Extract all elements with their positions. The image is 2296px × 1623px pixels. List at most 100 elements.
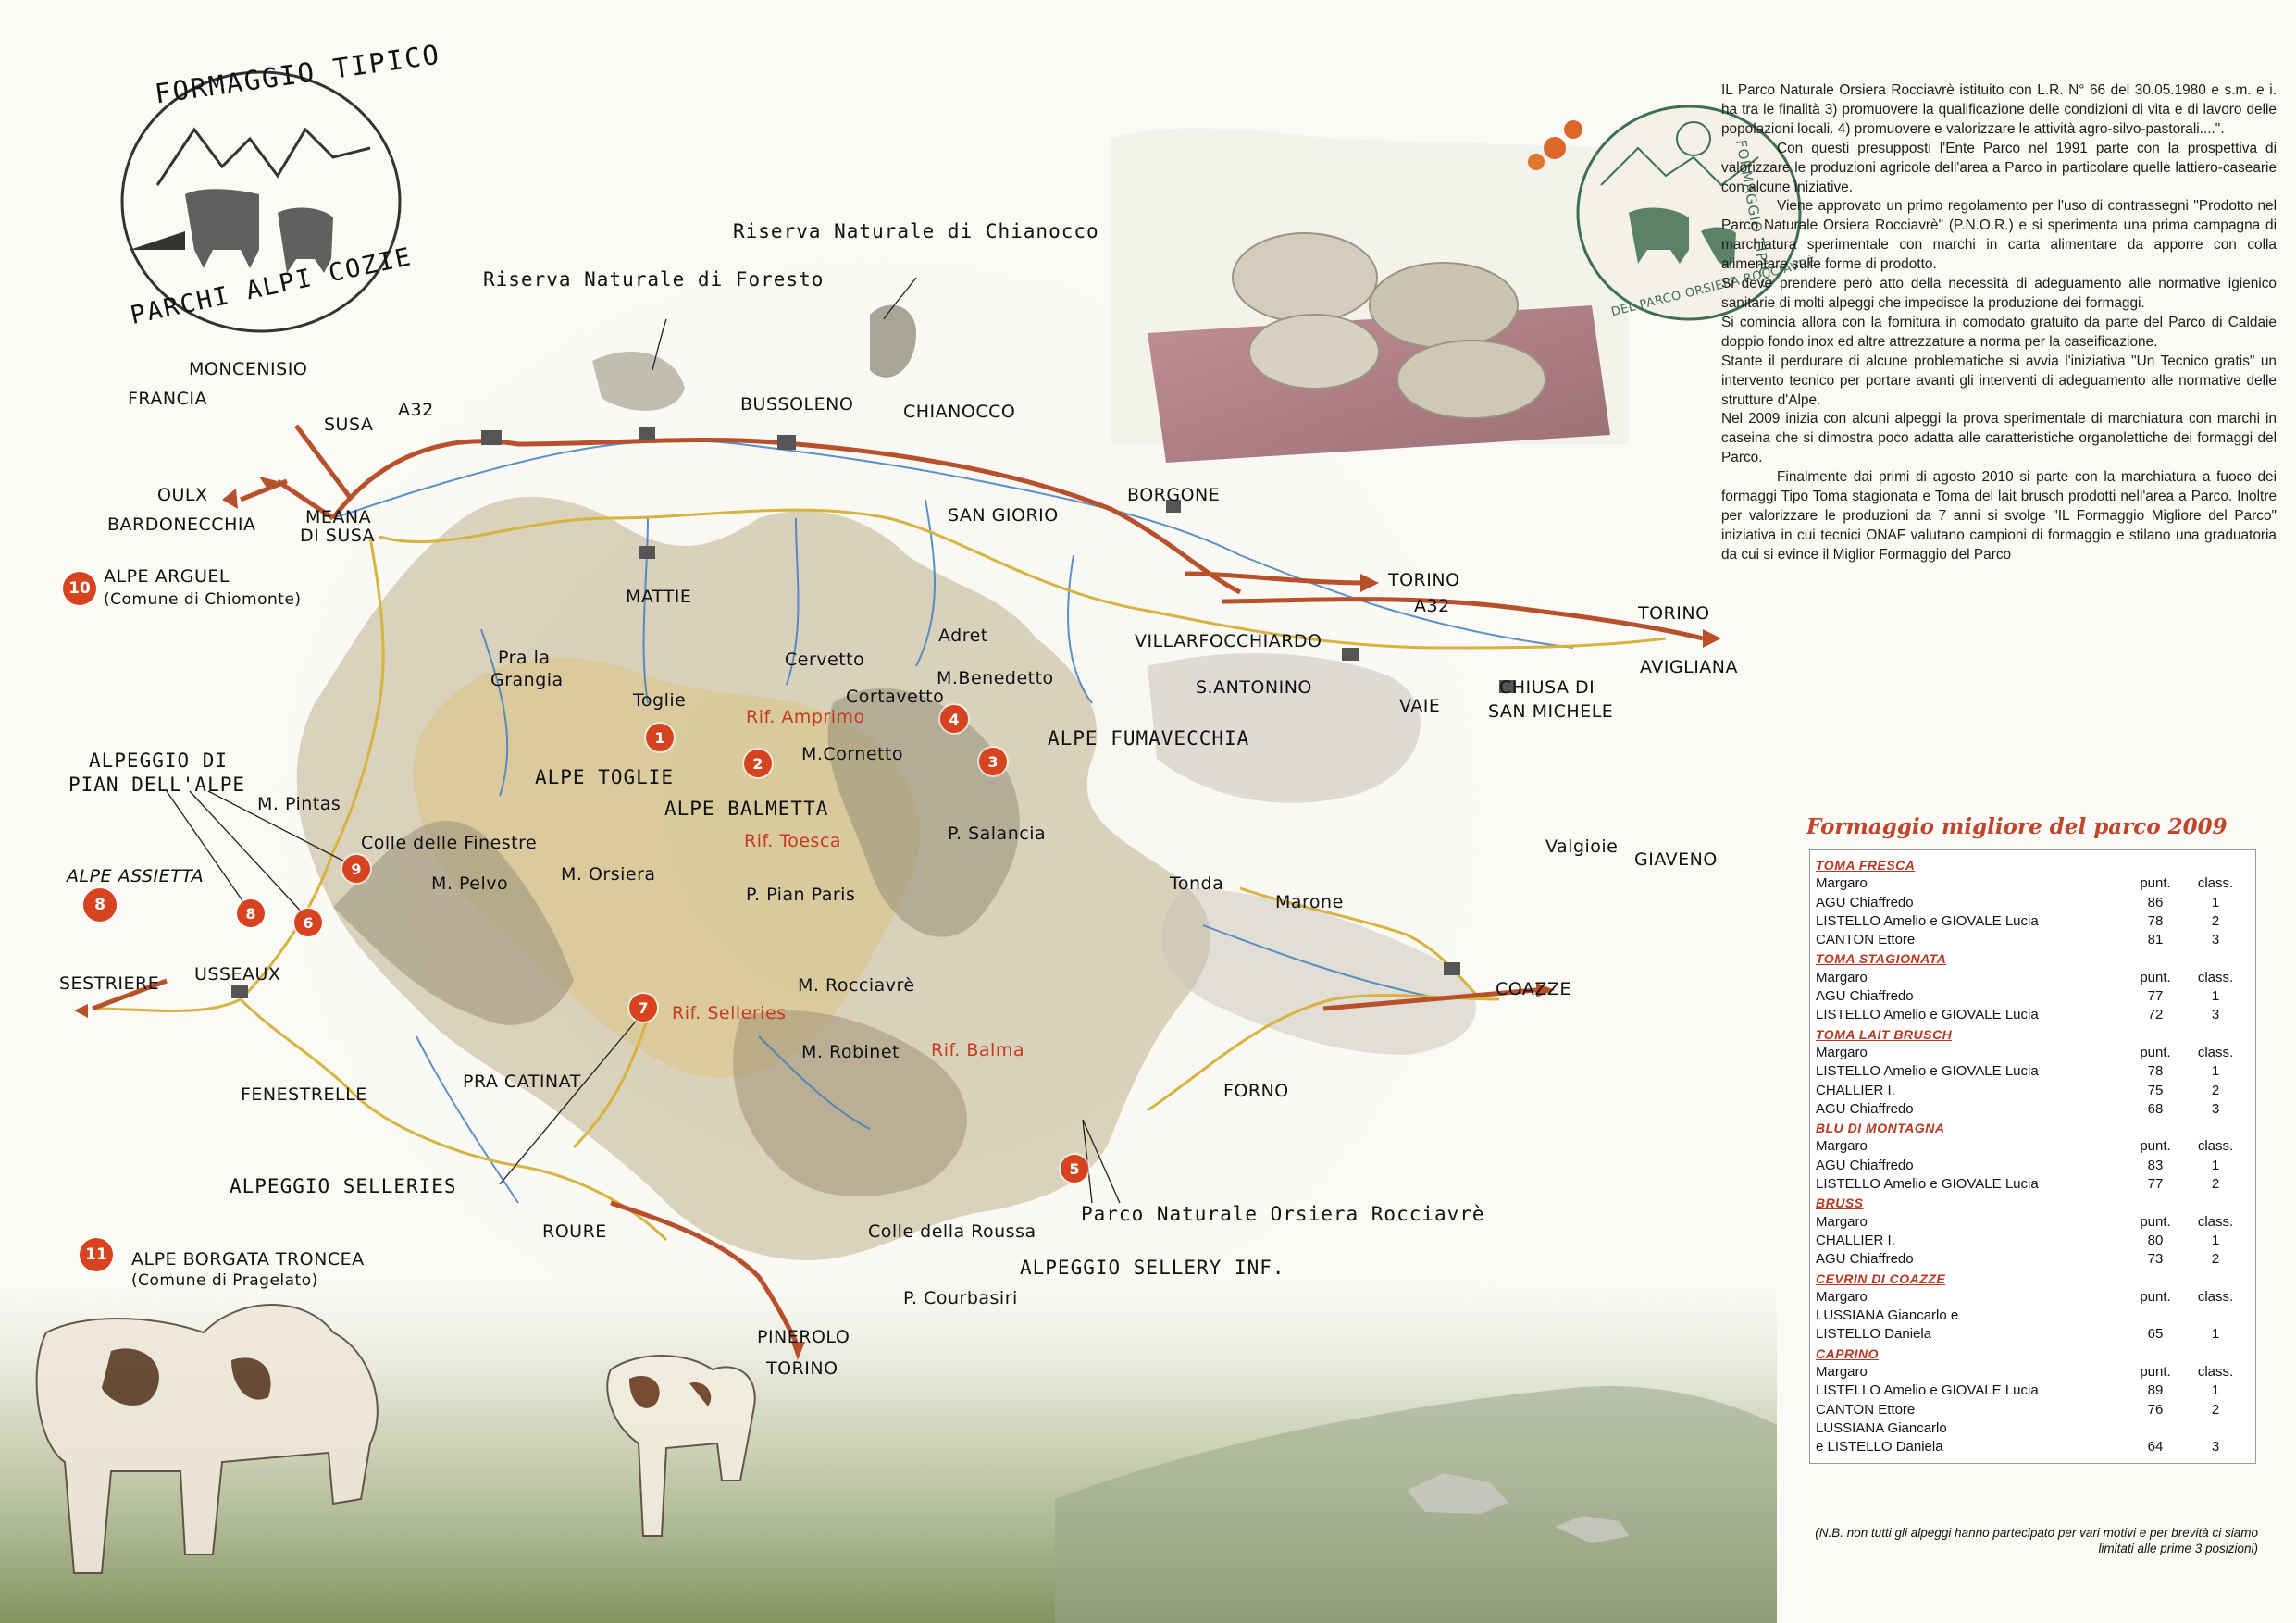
label-torino-south: TORINO: [766, 1358, 838, 1379]
cell-punt: 73: [2147, 1251, 2164, 1268]
label-sestriere: SESTRIERE: [59, 973, 160, 994]
label-fenestrelle: FENESTRELLE: [241, 1084, 367, 1105]
cell-name: e LISTELLO Daniela: [1816, 1439, 1943, 1456]
cheese-photo: [1111, 120, 1629, 463]
label-pinerolo: PINEROLO: [757, 1327, 850, 1347]
label-rif-toesca: Rif. Toesca: [744, 831, 842, 851]
cell-name: CHALLIER I.: [1816, 1232, 1895, 1248]
label-ppianparis: P. Pian Paris: [746, 885, 856, 905]
towns: [231, 427, 1516, 998]
cell-punt: 81: [2147, 932, 2164, 948]
alpeggio-marker-5[interactable]: 5: [1061, 1155, 1088, 1183]
park-highland: [413, 657, 920, 1078]
mountain-shading-south: [733, 1010, 967, 1197]
label-oulx: OULX: [157, 485, 208, 505]
label-cervetto: Cervetto: [785, 650, 865, 670]
alpeggio-marker-11[interactable]: 11: [80, 1238, 113, 1271]
alpeggio-marker-3[interactable]: 3: [979, 748, 1007, 775]
category-title: CAPRINO: [1816, 1345, 1880, 1361]
label-santonino: S.ANTONINO: [1196, 677, 1312, 698]
alpeggio-marker-8[interactable]: 8: [237, 899, 265, 927]
park-history-text: IL Parco Naturale Orsiera Rocciavrè isti…: [1721, 81, 2277, 565]
cell-class: 1: [2211, 988, 2220, 1005]
header-class: class.: [2197, 1213, 2234, 1230]
alpeggio-marker-2[interactable]: 2: [744, 750, 772, 777]
alpeggio-marker-8-side[interactable]: 8: [83, 888, 117, 922]
park-terrain: [296, 496, 1210, 1260]
cell-class: 2: [2211, 1176, 2220, 1193]
header-margaro: Margaro: [1816, 875, 1868, 892]
label-pian-dellalpe: PIAN DELL'ALPE: [68, 774, 246, 796]
cell-name: AGU Chiaffredo: [1816, 1100, 1914, 1117]
label-torino-far: TORINO: [1638, 603, 1710, 624]
header-class: class.: [2197, 875, 2234, 892]
cell-punt: [2128, 1307, 2183, 1325]
cow-right: [606, 1355, 756, 1537]
label-toglie: Toglie: [633, 690, 687, 711]
table-row: LUSSIANA Giancarlo: [1816, 1419, 2248, 1438]
label-psalancia: P. Salancia: [948, 824, 1047, 844]
cell-class: 1: [2211, 1326, 2220, 1343]
table-row: LISTELLO Daniela 65 1: [1816, 1325, 2248, 1344]
cell-class: 3: [2211, 1100, 2220, 1117]
cell-name: CANTON Ettore: [1816, 932, 1916, 948]
label-avigliana: AVIGLIANA: [1640, 657, 1739, 677]
label-alpeggio-sellery-inf: ALPEGGIO SELLERY INF.: [1020, 1257, 1285, 1279]
header-class: class.: [2197, 1044, 2234, 1060]
category-title: BRUSS: [1816, 1196, 1864, 1211]
category-title: TOMA FRESCA: [1816, 858, 1916, 873]
table-row: LISTELLO Amelio e GIOVALE Lucia 77 2: [1816, 1175, 2248, 1194]
alpeggio-marker-4[interactable]: 4: [940, 705, 968, 733]
alpeggio-marker-6[interactable]: 6: [294, 909, 322, 936]
label-rif-selleries: Rif. Selleries: [672, 1003, 787, 1023]
header-margaro: Margaro: [1816, 1364, 1868, 1381]
label-giaveno: GIAVENO: [1634, 849, 1718, 870]
history-paragraph-8: Finalmente dai primi di agosto 2010 si p…: [1721, 469, 2277, 563]
label-mattie: MATTIE: [626, 587, 692, 607]
label-adret: Adret: [938, 626, 988, 646]
history-paragraph-4: Si deve prendere però atto della necessi…: [1721, 276, 2277, 311]
label-susa: SUSA: [324, 415, 374, 435]
cell-punt: 76: [2147, 1401, 2164, 1418]
label-francia: FRANCIA: [128, 389, 207, 409]
header-punt: punt.: [2140, 875, 2171, 892]
results-title: Formaggio migliore del parco 2009: [1806, 814, 2228, 839]
header-margaro: Margaro: [1816, 1044, 1868, 1060]
history-paragraph-5: Si comincia allora con la fornitura in c…: [1721, 314, 2277, 350]
cell-punt: [2128, 1419, 2183, 1438]
cell-punt: 65: [2147, 1326, 2164, 1343]
header-margaro: Margaro: [1816, 1213, 1868, 1230]
cell-name: AGU Chiaffredo: [1816, 988, 1914, 1005]
rocks: [1407, 1473, 1629, 1543]
cell-punt: 77: [2147, 1176, 2164, 1193]
label-riserva-chianocco: Riserva Naturale di Chianocco: [733, 220, 1099, 242]
alpeggio-marker-9[interactable]: 9: [342, 855, 370, 883]
valley-east: [1148, 653, 1421, 803]
header-punt: punt.: [2140, 1138, 2171, 1155]
alpe-arguel-sublabel: (Comune di Chiomonte): [104, 590, 302, 609]
cell-punt: 83: [2147, 1157, 2164, 1173]
table-row: LUSSIANA Giancarlo e: [1816, 1307, 2248, 1325]
table-header-row: Margaro punt. class.: [1816, 874, 2248, 893]
alpeggio-marker-10[interactable]: 10: [63, 572, 96, 605]
alpe-borgata-sublabel: (Comune di Pragelato): [131, 1271, 318, 1290]
alpeggio-marker-1[interactable]: 1: [646, 724, 674, 751]
label-bussoleno: BUSSOLENO: [740, 394, 854, 415]
cell-punt: 68: [2147, 1100, 2164, 1117]
cell-class: 1: [2211, 1382, 2220, 1399]
label-mrobinet: M. Robinet: [801, 1042, 900, 1062]
cell-name: LISTELLO Daniela: [1816, 1326, 1932, 1343]
header-margaro: Margaro: [1816, 1138, 1868, 1155]
alpeggio-marker-7[interactable]: 7: [629, 994, 657, 1022]
cell-name: LISTELLO Amelio e GIOVALE Lucia: [1816, 1176, 2039, 1193]
label-bardonecchia: BARDONECCHIA: [107, 514, 256, 535]
cell-class: 1: [2211, 1157, 2220, 1173]
